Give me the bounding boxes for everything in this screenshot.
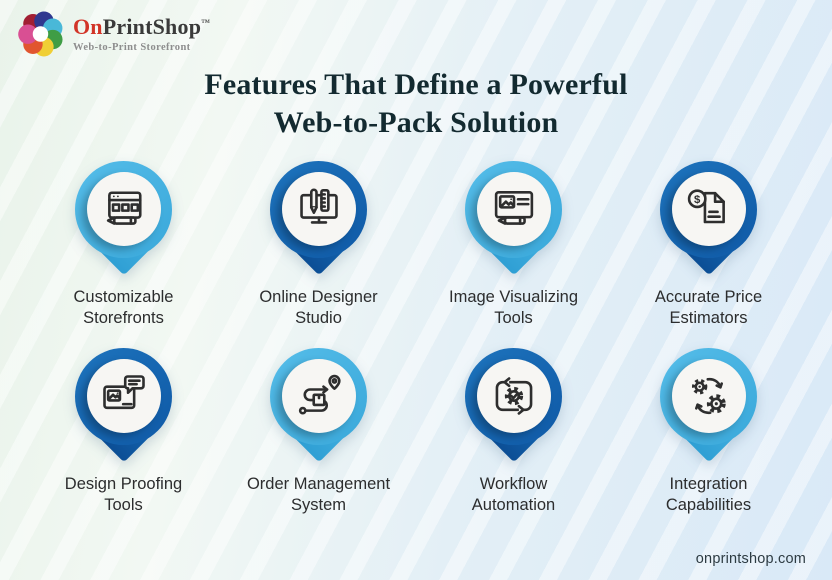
brand-tagline: Web-to-Print Storefront xyxy=(73,41,191,53)
dollar-glyph: $ xyxy=(694,194,701,206)
feature-label: Customizable Storefronts xyxy=(73,287,174,328)
pin-inner-circle xyxy=(281,359,356,434)
feature-label: Integration Capabilities xyxy=(665,474,752,515)
title-line-1: Features That Define a Powerful xyxy=(204,68,628,101)
feature-label: Workflow Automation xyxy=(471,474,556,515)
page-title: Features That Define a Powerful Web-to-P… xyxy=(0,66,832,143)
pin-circle xyxy=(465,160,562,258)
map-pin-dark: $ xyxy=(660,160,757,277)
pin-circle xyxy=(270,160,367,258)
monitor-pencil-ruler-icon xyxy=(293,183,345,235)
brand-name: OnPrintShop™ xyxy=(73,15,210,38)
pin-inner-circle xyxy=(671,359,746,434)
feature-label: Online Designer Studio xyxy=(259,287,378,328)
pin-circle: $ xyxy=(660,160,757,258)
feature-order-management-system: Order Management System xyxy=(221,347,416,517)
website-url: onprintshop.com xyxy=(695,551,806,567)
pin-circle xyxy=(75,160,172,258)
image-card-marker-icon xyxy=(488,183,540,235)
storefront-window-pencil-icon xyxy=(98,183,150,235)
feature-customizable-storefronts: Customizable Storefronts xyxy=(26,160,221,330)
map-pin-light xyxy=(660,347,757,464)
logo-text: OnPrintShop™ Web-to-Print Storefront xyxy=(73,15,210,52)
feature-accurate-price-estimators: $ Accurate Price Estimators xyxy=(611,160,806,330)
feature-design-proofing-tools: Design Proofing Tools xyxy=(26,347,221,517)
feature-online-designer-studio: Online Designer Studio xyxy=(221,160,416,330)
map-pin-light xyxy=(465,160,562,277)
pin-inner-circle xyxy=(86,172,161,247)
trademark-symbol: ™ xyxy=(201,18,211,29)
feature-label: Order Management System xyxy=(246,474,391,515)
flower-logo-icon xyxy=(18,11,63,57)
feature-workflow-automation: Workflow Automation xyxy=(416,347,611,517)
feature-label: Image Visualizing Tools xyxy=(448,287,579,328)
gear-check-cycle-icon xyxy=(488,370,540,422)
feature-image-visualizing-tools: Image Visualizing Tools xyxy=(416,160,611,330)
pin-circle xyxy=(75,347,172,445)
pin-inner-circle: $ xyxy=(671,172,746,247)
pin-circle xyxy=(270,347,367,445)
artwork-comment-bubble-icon xyxy=(98,370,150,422)
brand-prefix: On xyxy=(73,14,103,40)
onprintshop-logo: OnPrintShop™ Web-to-Print Storefront xyxy=(18,11,210,57)
pin-inner-circle xyxy=(86,359,161,434)
map-pin-light xyxy=(270,347,367,464)
feature-integration-capabilities: Integration Capabilities xyxy=(611,347,806,517)
map-pin-dark xyxy=(270,160,367,277)
pin-circle xyxy=(660,347,757,445)
pin-inner-circle xyxy=(476,359,551,434)
two-gears-sync-icon xyxy=(683,370,735,422)
brand-suffix: PrintShop xyxy=(102,14,202,40)
map-pin-dark xyxy=(75,347,172,464)
map-pin-light xyxy=(75,160,172,277)
package-route-pin-icon xyxy=(293,370,345,422)
pin-inner-circle xyxy=(281,172,356,247)
title-line-2: Web-to-Pack Solution xyxy=(273,106,559,140)
features-grid: Customizable Storefronts xyxy=(26,160,806,517)
feature-label: Accurate Price Estimators xyxy=(654,287,763,328)
dollar-coin-document-icon: $ xyxy=(683,183,735,235)
map-pin-dark xyxy=(465,347,562,464)
pin-inner-circle xyxy=(476,172,551,247)
pin-circle xyxy=(465,347,562,445)
feature-label: Design Proofing Tools xyxy=(64,474,183,515)
